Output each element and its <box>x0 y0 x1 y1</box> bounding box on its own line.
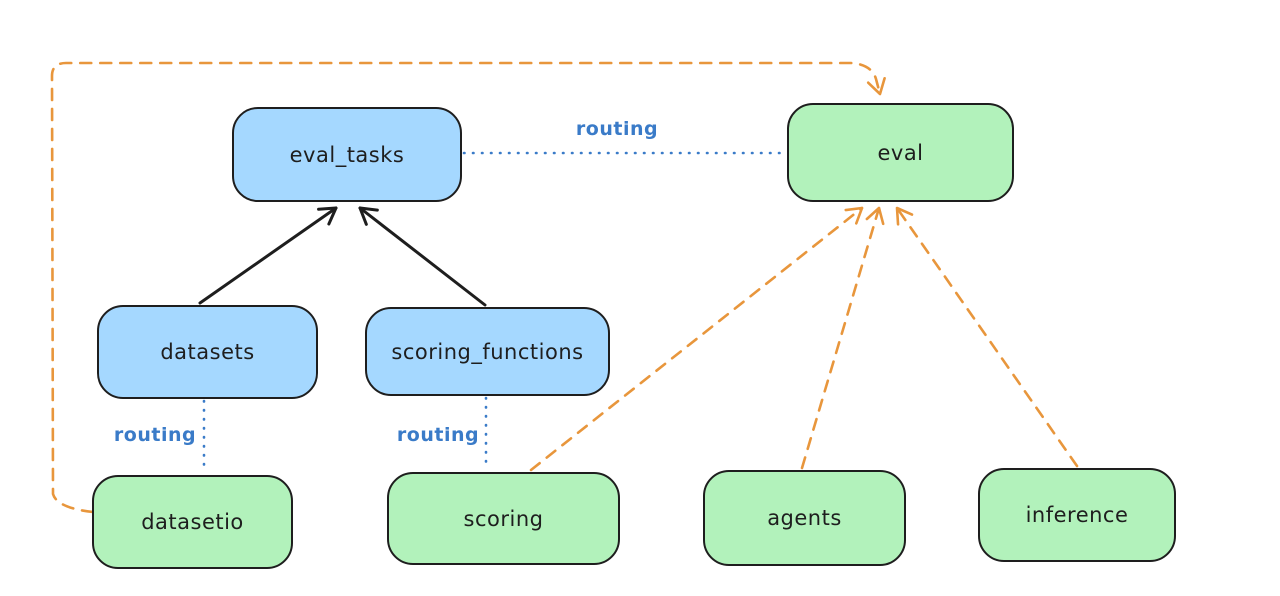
edge-agents-to-eval <box>800 206 885 470</box>
edge-label-routing: routing <box>396 424 480 446</box>
node-datasets: datasets <box>97 305 318 399</box>
node-datasetio: datasetio <box>92 475 293 569</box>
edge-label-routing: routing <box>113 424 197 446</box>
node-eval-tasks: eval_tasks <box>232 107 462 202</box>
edge-label-routing: routing <box>575 118 659 140</box>
node-scoring-functions: scoring_functions <box>365 307 610 396</box>
edge-inference-to-eval <box>895 206 1079 468</box>
edge-scoring-to-eval <box>529 206 864 472</box>
node-agents: agents <box>703 470 906 566</box>
node-inference: inference <box>978 468 1176 562</box>
edge-scoring-functions-to-eval-tasks <box>358 206 487 307</box>
node-eval: eval <box>787 103 1014 202</box>
edge-datasets-to-eval-tasks <box>198 206 338 305</box>
node-scoring: scoring <box>387 472 620 565</box>
edge-datasetio-to-eval <box>50 61 886 514</box>
